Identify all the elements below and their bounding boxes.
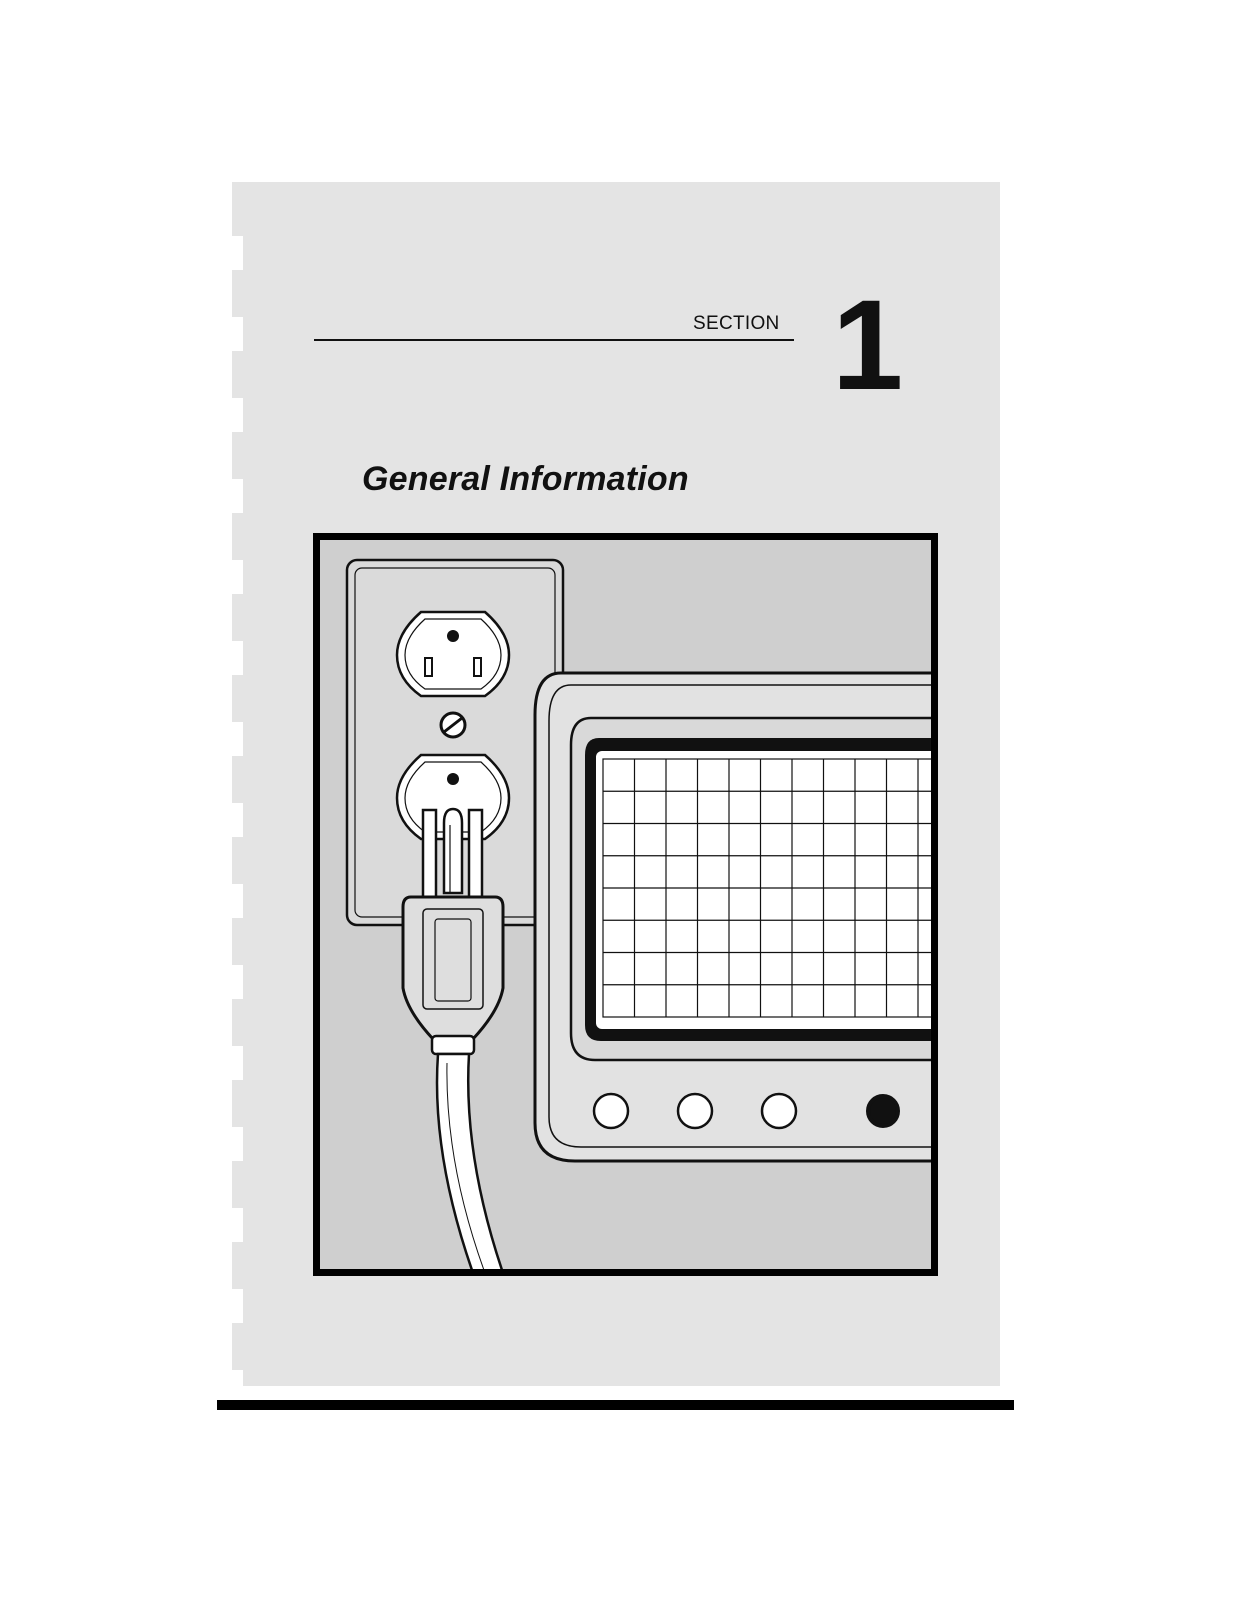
- front-panel-knob: [594, 1094, 628, 1128]
- chapter-title: General Information: [362, 460, 689, 499]
- front-panel-knob: [762, 1094, 796, 1128]
- binding-notch: [232, 479, 243, 513]
- front-panel-knob: [678, 1094, 712, 1128]
- plug-prongs: [423, 809, 482, 898]
- binding-notch: [232, 884, 243, 918]
- section-number: 1: [832, 282, 903, 410]
- front-panel-knob-dark: [868, 1096, 898, 1126]
- section-rule: [314, 339, 794, 341]
- binding-notch: [232, 1046, 243, 1080]
- binding-notch: [232, 722, 243, 756]
- binding-notch: [232, 965, 243, 999]
- footer-rule: [217, 1400, 1014, 1410]
- binding-notch: [232, 398, 243, 432]
- binding-notch: [232, 1370, 243, 1386]
- binding-notches: [232, 182, 250, 1386]
- binding-notch: [232, 560, 243, 594]
- binding-notch: [232, 803, 243, 837]
- binding-notch: [232, 1289, 243, 1323]
- binding-notch: [232, 317, 243, 351]
- binding-notch: [232, 236, 243, 270]
- illustration: [313, 533, 938, 1276]
- binding-notch: [232, 1127, 243, 1161]
- upper-outlet: [397, 612, 509, 696]
- section-label: SECTION: [693, 313, 780, 335]
- oscilloscope: [535, 673, 938, 1161]
- binding-notch: [232, 641, 243, 675]
- binding-notch: [232, 1208, 243, 1242]
- plate-screw: [441, 713, 465, 737]
